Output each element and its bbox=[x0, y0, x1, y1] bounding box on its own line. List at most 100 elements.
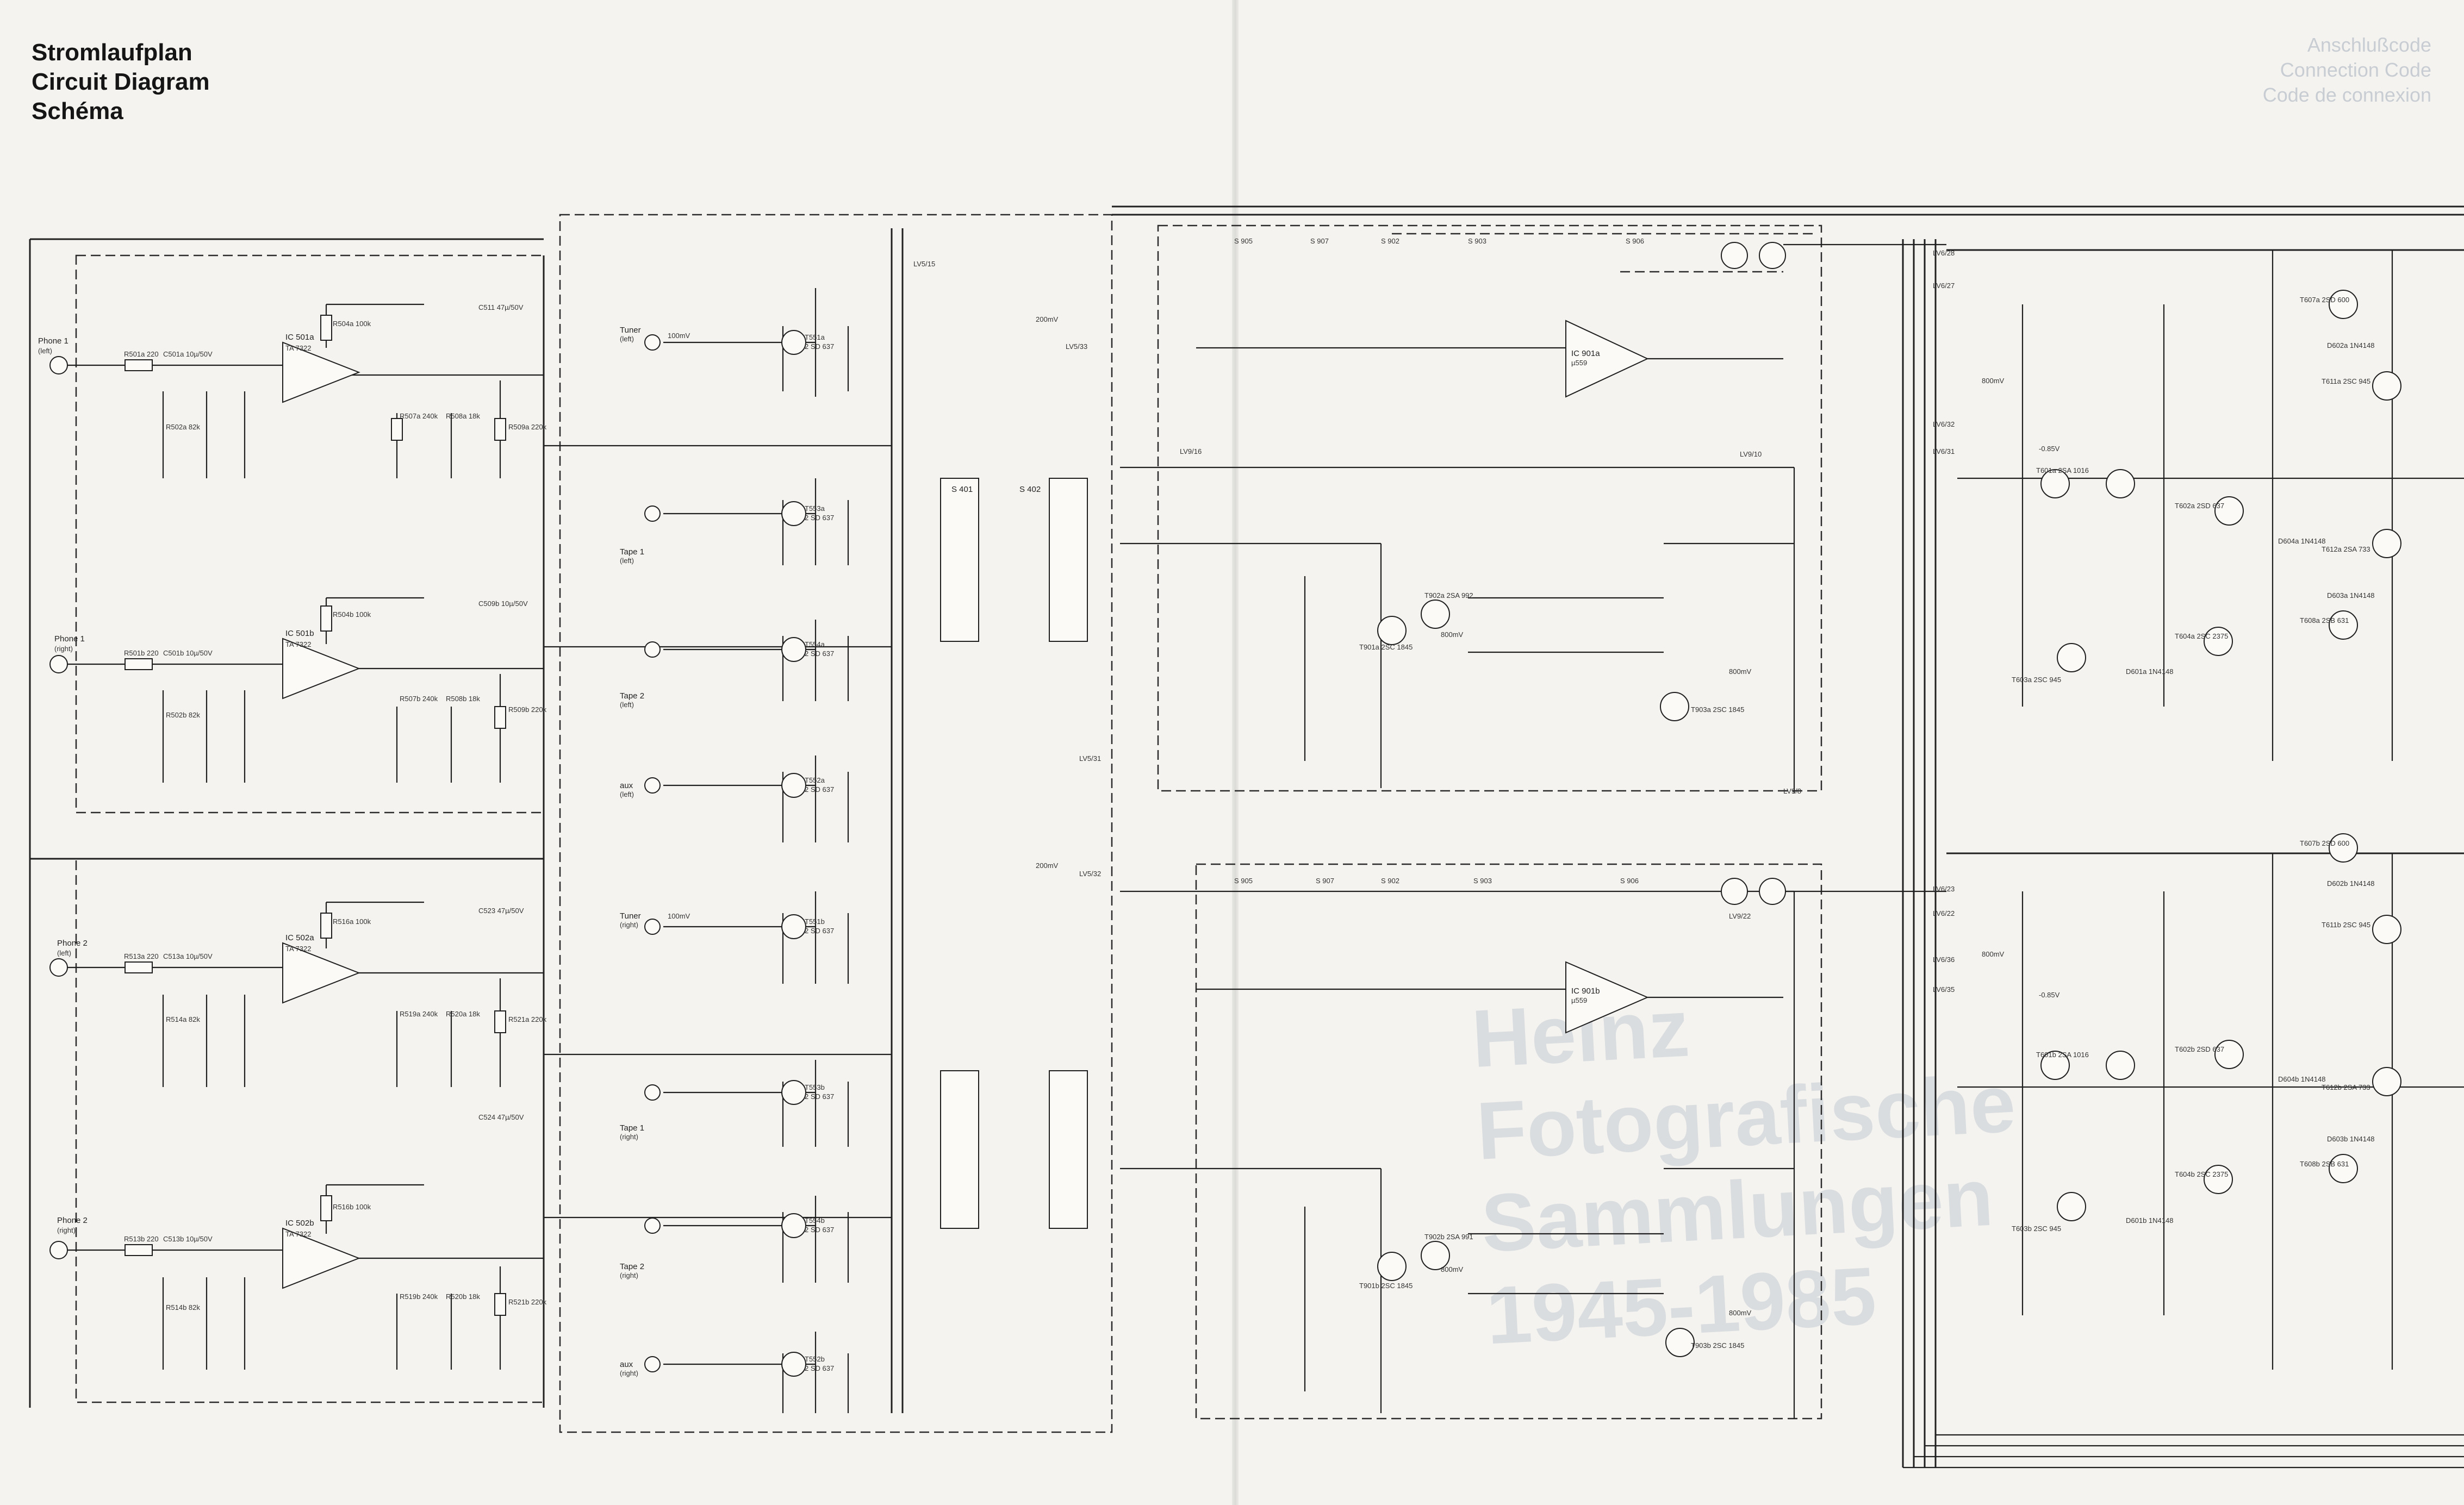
transistor-label: T552a bbox=[805, 776, 825, 784]
line-input-sub: (right) bbox=[620, 1271, 638, 1279]
page-fold bbox=[1232, 0, 1239, 1505]
buffer-labels: T551a 2 SD 637 T553a 2 SD 637 T554a 2 SD… bbox=[805, 333, 834, 1372]
phono-part-labels: R501a 220 C501a 10µ/50V R502a 82k R504a … bbox=[124, 303, 547, 1312]
ic-type: TA 7322 bbox=[285, 344, 311, 352]
switch-label: S 906 bbox=[1620, 877, 1639, 885]
phono-stage-4 bbox=[49, 1184, 544, 1370]
ic-type: µ559 bbox=[1571, 359, 1587, 367]
part-label: R509b 220k bbox=[508, 705, 547, 714]
connector-label: LV6/28 bbox=[1933, 249, 1955, 257]
transistor-label: T608b 2SB 631 bbox=[2300, 1160, 2349, 1168]
part-label: R504b 100k bbox=[333, 610, 371, 619]
part-label: R513a 220 bbox=[124, 952, 159, 960]
switch-s402-upper bbox=[1049, 478, 1088, 642]
transistor-type: 2 SD 637 bbox=[805, 785, 834, 794]
line-input-label: Tape 1 bbox=[620, 1123, 644, 1133]
transistor-type: 2 SD 637 bbox=[805, 342, 834, 351]
connector-label: LV6/35 bbox=[1933, 985, 1955, 994]
level-label: 800mV bbox=[1729, 1309, 1752, 1317]
level-label: 800mV bbox=[1982, 377, 2005, 385]
part-label: C511 47µ/50V bbox=[478, 303, 524, 311]
transistor-label: T603a 2SC 945 bbox=[2012, 676, 2061, 684]
level-label: -0.85V bbox=[2039, 445, 2060, 453]
part-label: R521a 220k bbox=[508, 1015, 547, 1023]
part-label: C513b 10µ/50V bbox=[163, 1235, 213, 1243]
switch-label: S 902 bbox=[1381, 237, 1399, 245]
level-label: 800mV bbox=[1982, 950, 2005, 958]
right-level-labels: 800mV 800mV -0.85V -0.85V bbox=[1982, 377, 2060, 999]
transistor-label: T607b 2SD 600 bbox=[2300, 839, 2349, 847]
level-label: 800mV bbox=[1729, 667, 1752, 676]
part-label: R521b 220k bbox=[508, 1298, 547, 1306]
transistor-label: T611b 2SC 945 bbox=[2322, 921, 2370, 929]
input-jack-1 bbox=[49, 356, 68, 374]
input-jack-4 bbox=[49, 1241, 68, 1259]
switch-s401-lower bbox=[940, 1070, 979, 1229]
part-label: R501a 220 bbox=[124, 350, 159, 358]
ic-label: IC 501a bbox=[285, 333, 314, 342]
tone-stages bbox=[1196, 242, 1786, 1391]
connector-label: LV6/31 bbox=[1933, 447, 1955, 455]
transistor-label: T902a 2SA 992 bbox=[1424, 591, 1473, 599]
level-label: 800mV bbox=[1441, 630, 1464, 639]
switch-label: S 903 bbox=[1473, 877, 1492, 885]
switch-label: S 401 bbox=[951, 485, 973, 494]
input-labels: Phone 1 (left) Phone 1 (right) Phone 2 (… bbox=[38, 336, 88, 1234]
part-label: R509a 220k bbox=[508, 423, 547, 431]
ic-label: IC 901b bbox=[1571, 986, 1600, 996]
connector-label: LV5/15 bbox=[913, 260, 935, 268]
part-label: R513b 220 bbox=[124, 1235, 159, 1243]
connector-label: LV9/10 bbox=[1740, 450, 1762, 458]
part-label: R501b 220 bbox=[124, 649, 159, 657]
switch-label: S 903 bbox=[1468, 237, 1486, 245]
connector-label: LV6/22 bbox=[1933, 909, 1955, 917]
switch-label: S 402 bbox=[1019, 485, 1041, 494]
buffer-row bbox=[644, 1332, 849, 1413]
input-label: Phone 2 bbox=[57, 1216, 88, 1225]
transistor-label: T554a bbox=[805, 640, 825, 648]
ghost-heading: Anschlußcode Connection Code Code de con… bbox=[2263, 33, 2431, 108]
transistor-label: T612b 2SA 733 bbox=[2322, 1083, 2370, 1091]
line-input-label: aux bbox=[620, 781, 633, 790]
main-wiring bbox=[29, 205, 2464, 1469]
line-input-label: Tape 2 bbox=[620, 1262, 644, 1271]
phono-stages bbox=[49, 303, 544, 1370]
phono-stage-3 bbox=[49, 901, 544, 1087]
opamp-symbol bbox=[282, 341, 360, 403]
buffer-stages bbox=[644, 288, 849, 1413]
tone-lower-labels: IC 901b µ559 S 905 S 907 S 902 S 903 S 9… bbox=[1036, 861, 1752, 1350]
ic-type: TA 7322 bbox=[285, 640, 311, 648]
diode-label: D603a 1N4148 bbox=[2327, 591, 2374, 599]
line-input-sub: (right) bbox=[620, 921, 638, 929]
input-label: Phone 1 bbox=[38, 336, 69, 346]
tone-subboard bbox=[1392, 233, 1816, 273]
connector-label: LV5/31 bbox=[1079, 754, 1101, 763]
part-label: R519b 240k bbox=[400, 1292, 438, 1301]
diagram-heading: Stromlaufplan Circuit Diagram Schéma bbox=[32, 38, 210, 126]
level-label: 200mV bbox=[1036, 315, 1059, 323]
level-label: 200mV bbox=[1036, 861, 1059, 870]
transistor-label: T901a 2SC 1845 bbox=[1359, 643, 1413, 651]
input-sub: (left) bbox=[38, 347, 52, 355]
phono-stage-2 bbox=[49, 597, 544, 783]
tone-opamp-upper bbox=[1565, 320, 1649, 398]
phono-ic-labels: IC 501a TA 7322 IC 501b TA 7322 IC 502a … bbox=[285, 333, 314, 1238]
transistor-label: T603b 2SC 945 bbox=[2012, 1225, 2061, 1233]
opamp-symbol bbox=[282, 638, 360, 700]
connector-label: LV9/16 bbox=[1180, 447, 1202, 455]
transistor-label: T902b 2SA 991 bbox=[1424, 1233, 1473, 1241]
part-label: R516a 100k bbox=[333, 917, 371, 926]
transistor-label: T601b 2SA 1016 bbox=[2036, 1051, 2089, 1059]
part-label: R507a 240k bbox=[400, 412, 438, 420]
part-label: C524 47µ/50V bbox=[478, 1113, 524, 1121]
switch-label: S 902 bbox=[1381, 877, 1399, 885]
transistor-label: T608a 2SB 631 bbox=[2300, 616, 2349, 625]
line-input-labels: Tuner (left) 100mV Tape 1 (left) Tape 2 … bbox=[620, 326, 690, 1377]
buffer-row bbox=[644, 1196, 849, 1283]
part-label: C501b 10µ/50V bbox=[163, 649, 213, 657]
tone-opamp-lower bbox=[1565, 961, 1649, 1034]
part-label: R504a 100k bbox=[333, 320, 371, 328]
part-label: R520b 18k bbox=[446, 1292, 480, 1301]
line-input-sub: (left) bbox=[620, 790, 634, 798]
